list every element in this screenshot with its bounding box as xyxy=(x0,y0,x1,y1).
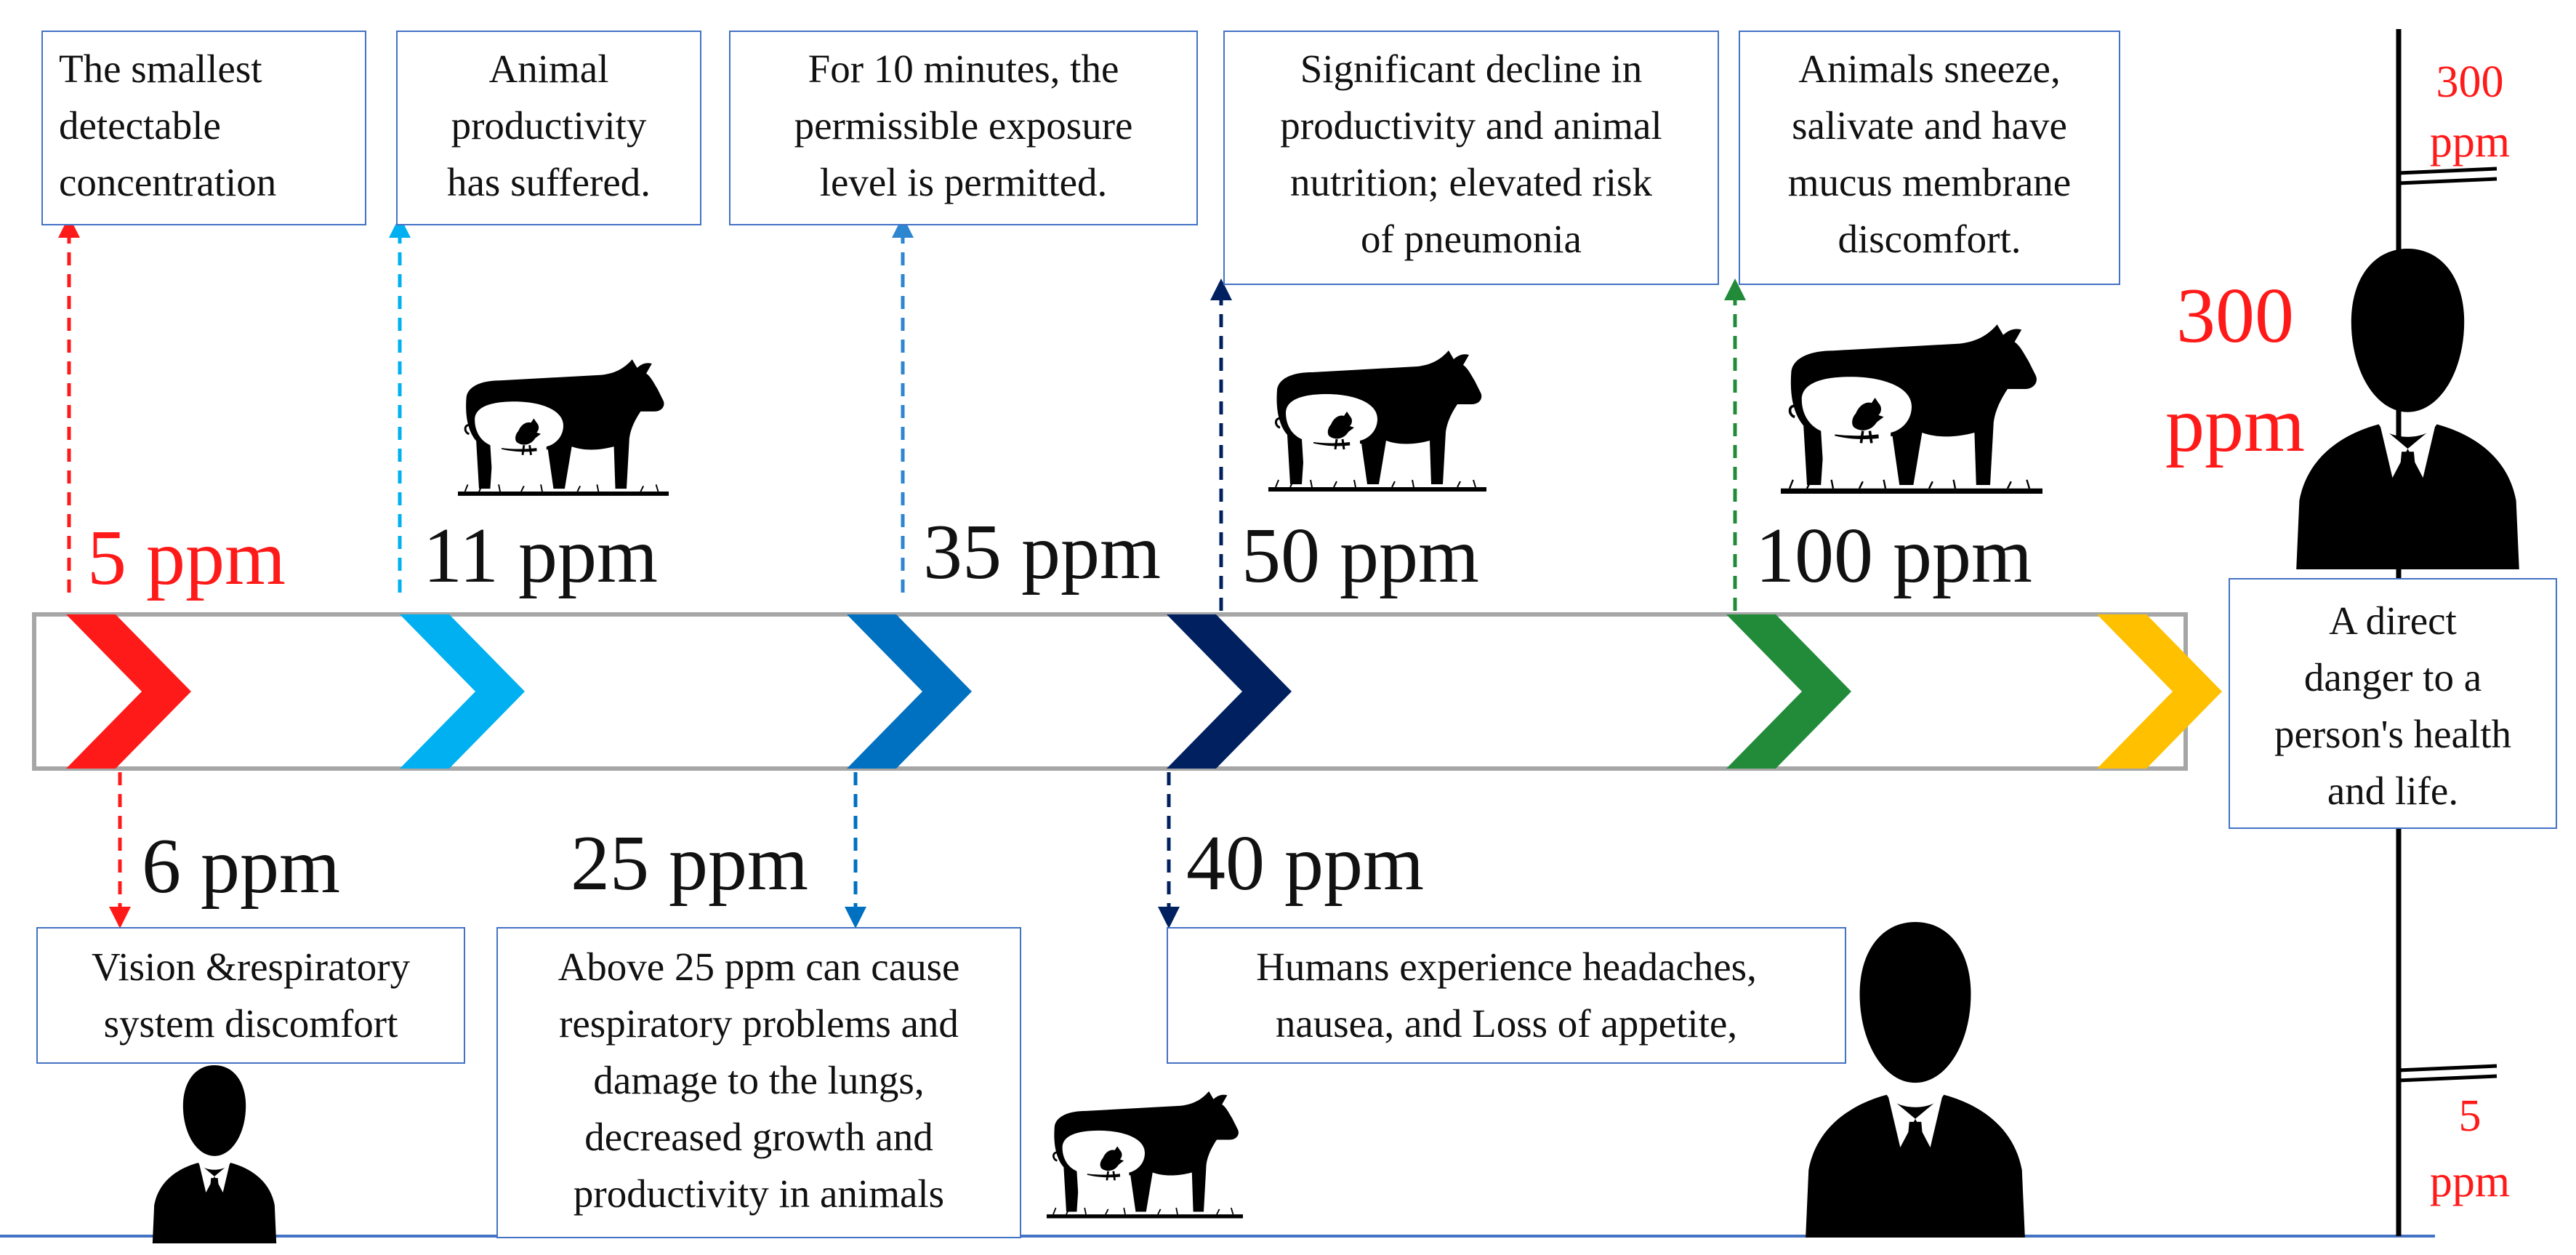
description-box-25ppm: Above 25 ppm can cause respiratory probl… xyxy=(496,927,1021,1238)
scale-bottom-label: 5 ppm xyxy=(2412,1083,2528,1214)
scale-break-top-2 xyxy=(2398,177,2497,185)
description-box-300ppm: A direct danger to a person's health and… xyxy=(2229,578,2557,829)
scale-break-bottom-1 xyxy=(2398,1064,2497,1072)
description-box-35ppm: For 10 minutes, the permissible exposure… xyxy=(729,31,1198,225)
label-300ppm: 300 ppm xyxy=(2144,262,2326,480)
scale-top-value: 300 xyxy=(2436,57,2504,107)
timeline-bar xyxy=(32,612,2188,771)
label-100ppm: 100 ppm xyxy=(1755,513,2033,599)
chevron-100ppm xyxy=(1726,614,1851,769)
label-35ppm: 35 ppm xyxy=(923,509,1162,596)
label-50ppm: 50 ppm xyxy=(1241,513,1480,599)
label-11ppm: 11 ppm xyxy=(423,513,658,599)
livestock-icon-100ppm xyxy=(1781,323,2042,495)
label-40ppm: 40 ppm xyxy=(1186,820,1425,907)
scale-top-label: 300 ppm xyxy=(2412,52,2528,172)
livestock-icon-50ppm xyxy=(1268,349,1486,493)
livestock-icon-25ppm xyxy=(1047,1090,1243,1219)
label-300ppm-unit: ppm xyxy=(2165,382,2305,468)
description-box-5ppm: The smallest detectable concentration xyxy=(41,31,366,225)
scale-bottom-unit: ppm xyxy=(2429,1157,2511,1206)
description-box-50ppm: Significant decline in productivity and … xyxy=(1223,31,1719,285)
chevron-40-50ppm xyxy=(1167,614,1292,769)
person-icon-6ppm xyxy=(152,1065,277,1243)
label-6ppm: 6 ppm xyxy=(142,823,341,910)
scale-bottom-value: 5 xyxy=(2458,1091,2482,1141)
description-box-40ppm: Humans experience headaches, nausea, and… xyxy=(1167,927,1846,1064)
chevron-300ppm xyxy=(2097,614,2222,769)
label-300ppm-value: 300 xyxy=(2176,273,2294,359)
scale-break-bottom-2 xyxy=(2398,1074,2497,1083)
description-box-100ppm: Animals sneeze, salivate and have mucus … xyxy=(1739,31,2120,285)
chevron-5ppm xyxy=(66,614,191,769)
person-icon-300ppm xyxy=(2296,249,2519,569)
chevron-25-35ppm xyxy=(847,614,972,769)
description-box-6ppm: Vision &respiratory system discomfort xyxy=(36,927,465,1064)
chevron-11ppm xyxy=(400,614,525,769)
livestock-icon-11ppm xyxy=(458,358,669,497)
label-25ppm: 25 ppm xyxy=(571,820,809,907)
description-box-11ppm: Animal productivity has suffered. xyxy=(396,31,701,225)
label-5ppm: 5 ppm xyxy=(87,515,286,601)
scale-break-top-1 xyxy=(2398,167,2497,175)
scale-top-unit: ppm xyxy=(2429,117,2511,167)
